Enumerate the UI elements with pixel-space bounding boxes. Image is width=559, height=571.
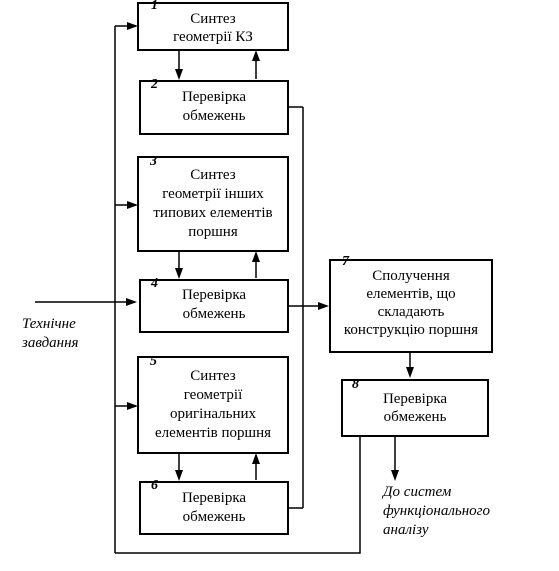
block-2-line-2: обмежень	[183, 108, 246, 124]
block-4: 4 Перевірка обмежень	[139, 276, 289, 333]
arrowhead-1-to-2	[175, 69, 183, 80]
block-5-line-4: елементів поршня	[155, 425, 271, 441]
block-8: 8 Перевірка обмежень	[341, 377, 489, 437]
arrowhead-4-to-3	[252, 251, 260, 262]
block-8-line-2: обмежень	[384, 409, 447, 425]
block-1-frame	[137, 2, 289, 51]
output-arrowhead	[391, 470, 399, 481]
connectors	[35, 25, 411, 554]
input-label-line-2: завдання	[21, 335, 79, 351]
block-7-line-1: Сполучення	[372, 268, 450, 284]
arrowheads	[126, 22, 414, 481]
output-label-line-2: функціонального	[383, 503, 491, 519]
input-label: Технічне завдання	[21, 316, 79, 351]
block-3-frame	[137, 156, 289, 252]
block-8-line-1: Перевірка	[383, 391, 447, 407]
block-6: 6 Перевірка обмежень	[139, 478, 289, 535]
arrowhead-6-to-5	[252, 453, 260, 464]
block-5-arrowhead	[127, 402, 138, 410]
block-7-line-4: конструкцію поршня	[344, 322, 478, 338]
block-7-number: 7	[342, 254, 350, 269]
block-5-line-2: геометрії	[184, 387, 243, 403]
block-3-number: 3	[149, 154, 157, 169]
block-4-frame	[139, 279, 289, 333]
input-label-line-1: Технічне	[22, 316, 76, 332]
block-2: 2 Перевірка обмежень	[139, 77, 289, 135]
output-label: До систем функціонального аналізу	[381, 484, 491, 538]
arrowhead-2-to-1	[252, 50, 260, 61]
block-2-number: 2	[150, 77, 158, 92]
block-1-arrowhead	[127, 22, 138, 30]
block-3-line-2: геометрії інших	[162, 186, 264, 202]
block-1: 1 Синтез геометрії КЗ	[137, 0, 289, 51]
block-3-line-3: типових елементів	[153, 205, 272, 221]
block-5-number: 5	[150, 354, 157, 369]
block-3-arrowhead	[127, 201, 138, 209]
block-7-frame	[329, 259, 493, 353]
block-1-line-2: геометрії КЗ	[173, 29, 253, 45]
output-label-line-3: аналізу	[383, 522, 429, 538]
block-2-frame	[139, 80, 289, 135]
block-7-line-2: елементів, що	[366, 286, 455, 302]
block-4-line-2: обмежень	[183, 306, 246, 322]
block-6-frame	[139, 481, 289, 535]
block-3-line-1: Синтез	[190, 167, 235, 183]
block-2-line-1: Перевірка	[182, 89, 246, 105]
block-5-frame	[137, 356, 289, 454]
block-1-line-1: Синтез	[190, 11, 235, 27]
output-label-line-1: До систем	[381, 484, 452, 500]
block-6-line-1: Перевірка	[182, 490, 246, 506]
block-6-number: 6	[151, 478, 158, 493]
block-7: 7 Сполучення елементів, що складають кон…	[329, 254, 493, 353]
arrowhead-5-to-6	[175, 470, 183, 481]
input-arrowhead	[126, 298, 137, 306]
block-3: 3 Синтез геометрії інших типових елемент…	[137, 154, 289, 252]
block-8-number: 8	[352, 377, 359, 392]
block-7-line-3: складають	[378, 304, 445, 320]
block-5: 5 Синтез геометрії оригінальних елементі…	[137, 354, 289, 454]
arrowhead-7-to-8	[406, 367, 414, 378]
block-1-number: 1	[151, 0, 158, 13]
block-4-number: 4	[150, 276, 158, 291]
block-5-line-3: оригінальних	[170, 406, 257, 422]
block-5-line-1: Синтез	[190, 368, 235, 384]
block-3-line-4: поршня	[188, 224, 238, 240]
block-7-arrowhead	[318, 302, 329, 310]
arrowhead-3-to-4	[175, 268, 183, 279]
block-6-line-2: обмежень	[183, 509, 246, 525]
block-8-frame	[341, 379, 489, 437]
block-4-line-1: Перевірка	[182, 287, 246, 303]
return-line	[115, 436, 361, 554]
